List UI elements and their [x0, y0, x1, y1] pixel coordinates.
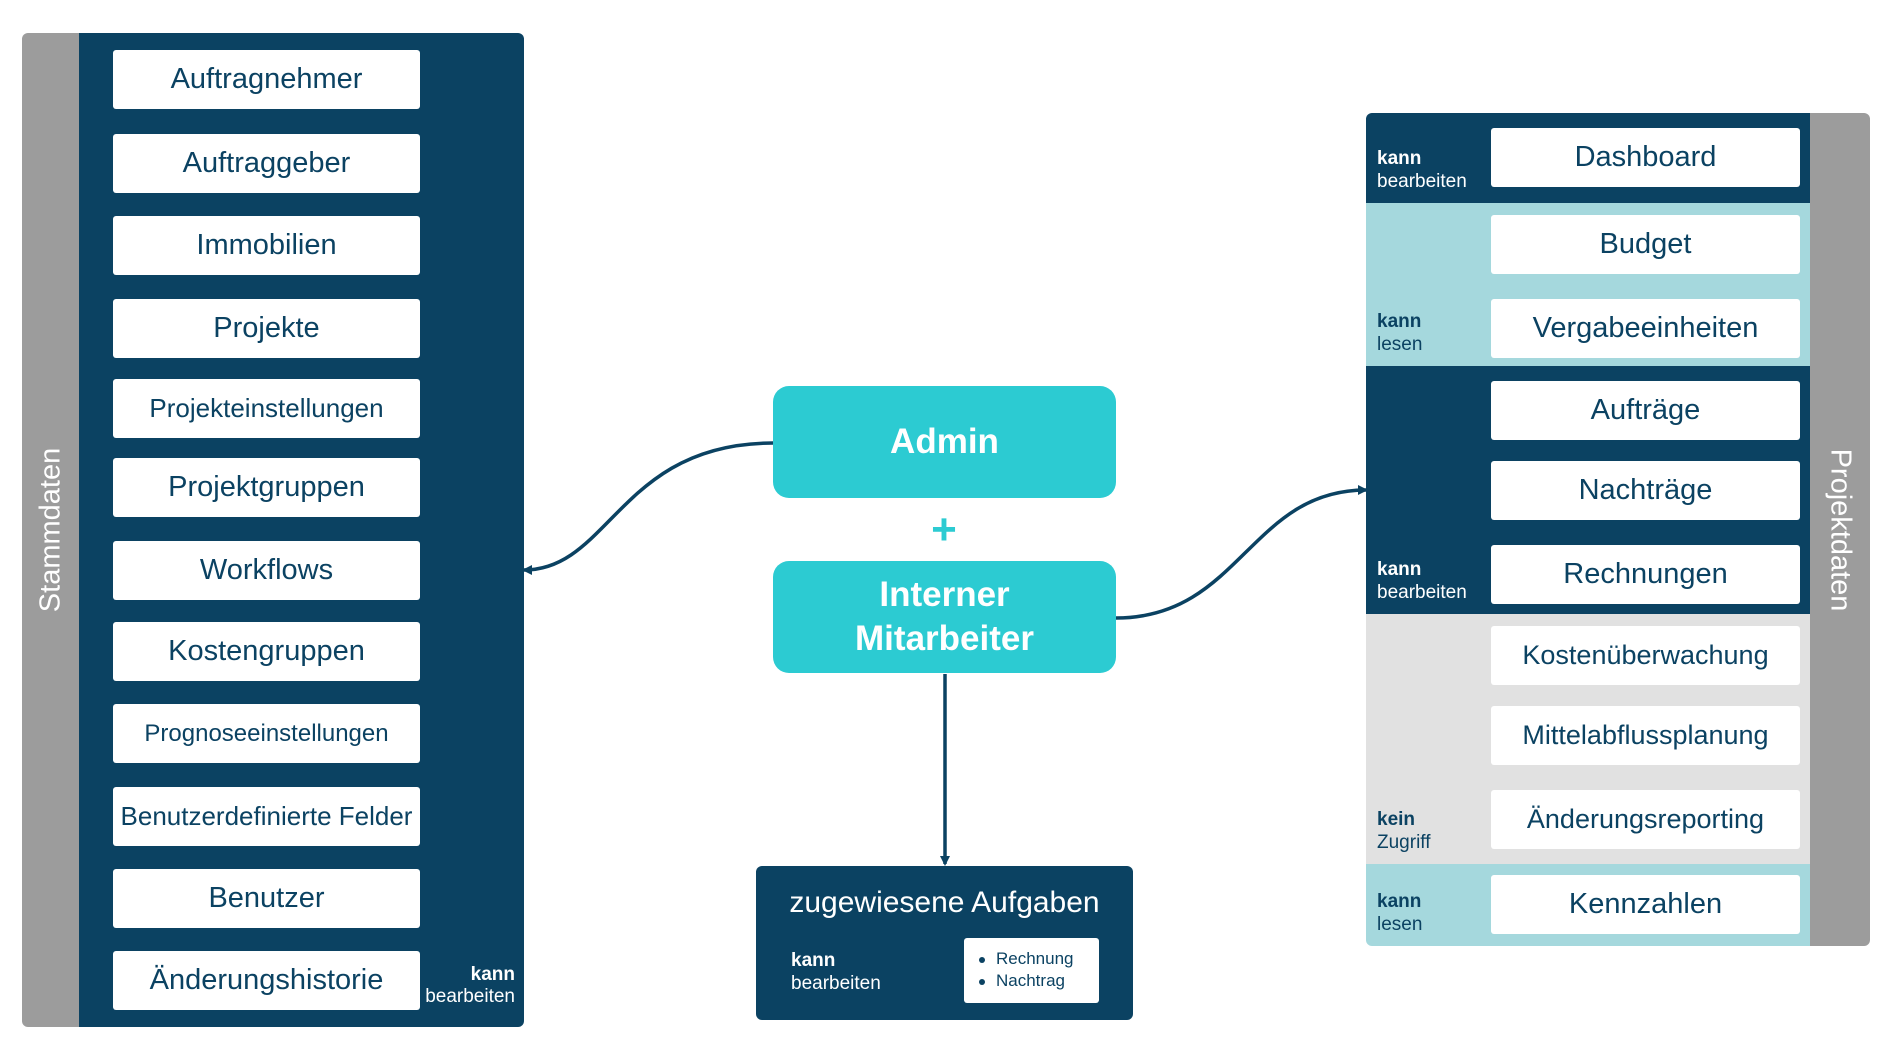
projektdaten-item-vergabeeinheiten: Vergabeeinheiten — [1491, 299, 1800, 358]
stammdaten-item-benutzerdefinierte-felder: Benutzerdefinierte Felder — [113, 787, 420, 846]
internal-employee-line1: Interner — [879, 575, 1010, 614]
stammdaten-item-projekteinstellungen: Projekteinstellungen — [113, 379, 420, 438]
stammdaten-panel: Stammdaten Auftragnehmer Auftraggeber Im… — [22, 33, 524, 1027]
projektdaten-item-nachtraege: Nachträge — [1491, 461, 1800, 520]
permission-verb: kann — [470, 964, 515, 985]
internal-employee-line2: Mitarbeiter — [855, 619, 1034, 658]
permission-scope: bearbeiten — [1377, 582, 1467, 603]
arrow-to-projektdaten — [1115, 485, 1368, 620]
group-read-budget: Budget Vergabeeinheiten kann lesen — [1366, 203, 1810, 366]
stammdaten-item-auftraggeber: Auftraggeber — [113, 134, 420, 193]
group-permission: kann lesen — [1377, 890, 1422, 936]
group-permission: kein Zugriff — [1377, 808, 1431, 854]
permission-verb: kann — [1377, 311, 1422, 332]
plus-icon: + — [931, 505, 957, 554]
stammdaten-item-prognoseeinstellungen: Prognoseeinstellungen — [113, 704, 420, 763]
permission-scope: lesen — [1377, 334, 1423, 355]
projektdaten-item-kennzahlen: Kennzahlen — [1491, 875, 1800, 934]
group-edit-auftraege: Aufträge Nachträge Rechnungen kann bearb… — [1366, 366, 1810, 614]
group-edit-dashboard: Dashboard kann bearbeiten — [1366, 113, 1810, 203]
permission-scope: bearbeiten — [791, 973, 881, 994]
stammdaten-item-auftragnehmer: Auftragnehmer — [113, 50, 420, 109]
stammdaten-item-projekte: Projekte — [113, 299, 420, 358]
stammdaten-permission: kann bearbeiten — [425, 964, 515, 1008]
task-item-rechnung: Rechnung — [964, 948, 1099, 970]
admin-label: Admin — [890, 422, 999, 461]
stammdaten-item-benutzer: Benutzer — [113, 869, 420, 928]
permission-verb: kein — [1377, 809, 1416, 830]
assigned-tasks-title: zugewiesene Aufgaben — [789, 886, 1100, 919]
group-read-kennzahlen: Kennzahlen kann lesen — [1366, 864, 1810, 946]
stammdaten-item-projektgruppen: Projektgruppen — [113, 458, 420, 517]
assigned-tasks-list: Rechnung Nachtrag — [964, 938, 1099, 1003]
projektdaten-item-budget: Budget — [1491, 215, 1800, 274]
group-permission: kann bearbeiten — [1377, 147, 1467, 193]
group-no-access: Kostenüberwachung Mittelabflussplanung Ä… — [1366, 614, 1810, 864]
internal-employee-role: Interner Mitarbeiter — [773, 561, 1116, 673]
projektdaten-item-kostenueberwachung: Kostenüberwachung — [1491, 626, 1800, 685]
admin-role: Admin — [773, 386, 1116, 498]
group-permission: kann bearbeiten — [1377, 558, 1467, 604]
stammdaten-item-kostengruppen: Kostengruppen — [113, 622, 420, 681]
permission-verb: kann — [1377, 148, 1422, 169]
projektdaten-item-auftraege: Aufträge — [1491, 381, 1800, 440]
stammdaten-list — [79, 33, 524, 1027]
task-item-nachtrag: Nachtrag — [964, 970, 1099, 992]
permission-scope: bearbeiten — [1377, 171, 1467, 192]
assigned-tasks-permission: kann bearbeiten — [791, 949, 881, 995]
permission-scope: Zugriff — [1377, 832, 1431, 853]
projektdaten-panel: Dashboard kann bearbeiten Budget Vergabe… — [1366, 113, 1870, 946]
permission-verb: kann — [1377, 891, 1422, 912]
permission-verb: kann — [791, 950, 836, 971]
permission-scope: bearbeiten — [425, 986, 515, 1007]
stammdaten-item-aenderungshistorie: Änderungshistorie — [113, 951, 420, 1010]
assigned-tasks-box: zugewiesene Aufgaben kann bearbeiten Rec… — [756, 866, 1133, 1020]
stammdaten-side-label: Stammdaten — [22, 33, 79, 1027]
projektdaten-side-label: Projektdaten — [1810, 113, 1870, 946]
projektdaten-item-mittelabflussplanung: Mittelabflussplanung — [1491, 706, 1800, 765]
projektdaten-item-rechnungen: Rechnungen — [1491, 545, 1800, 604]
permission-scope: lesen — [1377, 914, 1423, 935]
projektdaten-item-aenderungsreporting: Änderungsreporting — [1491, 790, 1800, 849]
stammdaten-item-immobilien: Immobilien — [113, 216, 420, 275]
group-permission: kann lesen — [1377, 310, 1422, 356]
permission-verb: kann — [1377, 559, 1422, 580]
stammdaten-item-workflows: Workflows — [113, 541, 420, 600]
projektdaten-item-dashboard: Dashboard — [1491, 128, 1800, 187]
arrow-to-stammdaten — [522, 441, 774, 575]
